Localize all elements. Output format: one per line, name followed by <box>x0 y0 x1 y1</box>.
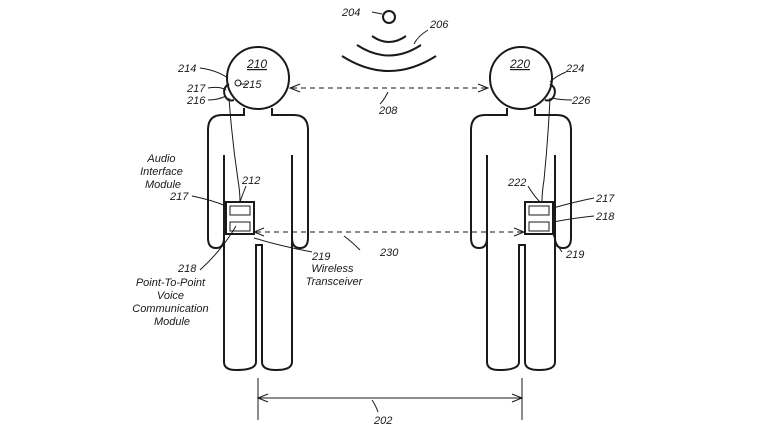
head-left <box>226 46 290 110</box>
leader-lines <box>191 11 595 413</box>
label-216: 216 <box>186 95 206 107</box>
label-215: 215 <box>242 79 262 91</box>
module-inner-bottom-left <box>229 221 251 232</box>
label-206: 206 <box>429 19 449 31</box>
dimension-arrow-right <box>511 393 524 403</box>
module-inner-top-right <box>528 205 550 216</box>
module-link-arrow-right <box>513 227 526 237</box>
person-left <box>207 46 309 372</box>
module-inner-top-left <box>229 205 251 216</box>
label-214: 214 <box>177 63 196 75</box>
label-204: 204 <box>341 7 360 19</box>
label-230: 230 <box>379 247 399 259</box>
label-226: 226 <box>571 95 591 107</box>
head-link-arrow-left <box>288 83 301 93</box>
caption-audio-interface-module: Audio Interface Module <box>140 153 186 191</box>
caption-p2p-voice-module: Point-To-Point Voice Communication Modul… <box>132 277 211 328</box>
sound-source <box>341 10 437 72</box>
body-right <box>470 108 572 372</box>
module-link-arrow-left <box>252 227 265 237</box>
label-212: 212 <box>241 175 260 187</box>
head-link-arrow-right <box>477 83 490 93</box>
label-202: 202 <box>373 415 392 427</box>
label-224: 224 <box>565 63 584 75</box>
wave-2 <box>356 44 422 57</box>
dimension-arrow-left <box>256 393 269 403</box>
label-218-right: 218 <box>595 211 615 223</box>
earpiece-right <box>544 83 556 102</box>
label-222: 222 <box>507 177 526 189</box>
label-219-left: 219 <box>311 251 330 263</box>
source-dot <box>382 10 396 24</box>
label-218-left: 218 <box>177 263 197 275</box>
cord-right <box>541 97 551 203</box>
caption-wireless-transceiver: Wireless Transceiver <box>306 263 364 288</box>
label-217-head: 217 <box>186 83 206 95</box>
person-right <box>470 46 572 372</box>
wave-1 <box>371 35 407 43</box>
head-right <box>489 46 553 110</box>
module-box-right <box>524 201 554 235</box>
wave-3 <box>341 55 437 72</box>
label-220: 220 <box>509 57 530 71</box>
module-inner-bottom-right <box>528 221 550 232</box>
label-219-right: 219 <box>565 249 584 261</box>
label-217-left: 217 <box>169 191 189 203</box>
cord-left <box>228 97 241 203</box>
label-208: 208 <box>378 105 398 117</box>
label-210: 210 <box>246 57 267 71</box>
label-217-right: 217 <box>595 193 615 205</box>
ear-dot-left <box>234 79 242 87</box>
body-left <box>207 108 309 372</box>
